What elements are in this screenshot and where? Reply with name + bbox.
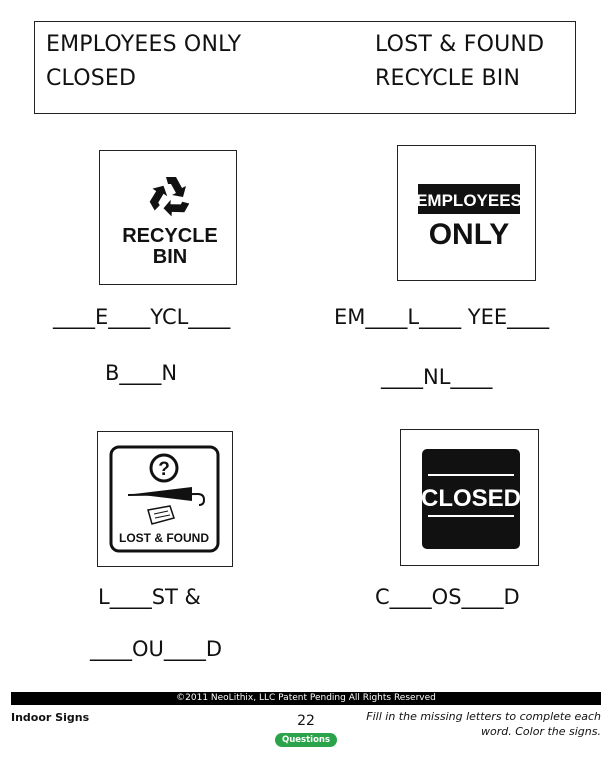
puzzle-lost-found-line2: ____OU____D <box>90 637 223 661</box>
recycle-bin-sign: RECYCLE BIN <box>99 150 237 285</box>
page-number: 22 <box>297 713 315 729</box>
recycle-sign-line1: RECYCLE <box>122 225 218 247</box>
word-bank-item: LOST & FOUND <box>375 32 545 57</box>
employees-only-sign-graphic: EMPLOYEES ONLY <box>416 184 522 251</box>
employees-sign-line1: EMPLOYEES <box>416 191 522 210</box>
lost-found-sign-label: LOST & FOUND <box>119 531 209 545</box>
word-bank-item: RECYCLE BIN <box>375 66 521 91</box>
recycle-sign-line2: BIN <box>153 246 187 268</box>
puzzle-employees-line1: EM____L____ YEE____ <box>334 305 550 329</box>
word-bank-item: EMPLOYEES ONLY <box>46 32 242 57</box>
svg-text:?: ? <box>158 459 170 480</box>
puzzle-closed-line1: C____OS____D <box>375 585 520 609</box>
employees-sign-line2: ONLY <box>429 218 510 251</box>
recycle-icon <box>149 177 190 217</box>
closed-sign: CLOSED <box>400 429 539 566</box>
puzzle-employees-line2: ____NL____ <box>381 365 493 389</box>
questions-badge[interactable]: Questions <box>275 733 337 747</box>
lost-found-sign: ? LOST & FOUND <box>97 431 233 567</box>
closed-sign-label: CLOSED <box>421 485 521 512</box>
question-icon: ? <box>149 453 179 483</box>
employees-only-sign: EMPLOYEES ONLY <box>397 145 536 281</box>
instructions-text: Fill in the missing letters to complete … <box>366 710 601 738</box>
puzzle-recycle-line2: B____N <box>105 361 178 385</box>
closed-sign-graphic: CLOSED <box>421 449 521 549</box>
puzzle-lost-found-line1: L____ST & <box>98 585 201 609</box>
umbrella-icon <box>127 487 206 506</box>
lost-found-sign-graphic: ? LOST & FOUND <box>109 445 220 553</box>
puzzle-recycle-line1: ____E____YCL____ <box>53 305 231 329</box>
word-bank-item: CLOSED <box>46 66 137 91</box>
glove-icon <box>147 505 175 525</box>
word-bank: EMPLOYEES ONLY LOST & FOUND CLOSED RECYC… <box>34 21 576 114</box>
copyright-bar: ©2011 NeoLithix, LLC Patent Pending All … <box>11 692 601 705</box>
recycle-bin-sign-graphic: RECYCLE BIN <box>122 177 218 268</box>
section-title: Indoor Signs <box>11 711 90 724</box>
